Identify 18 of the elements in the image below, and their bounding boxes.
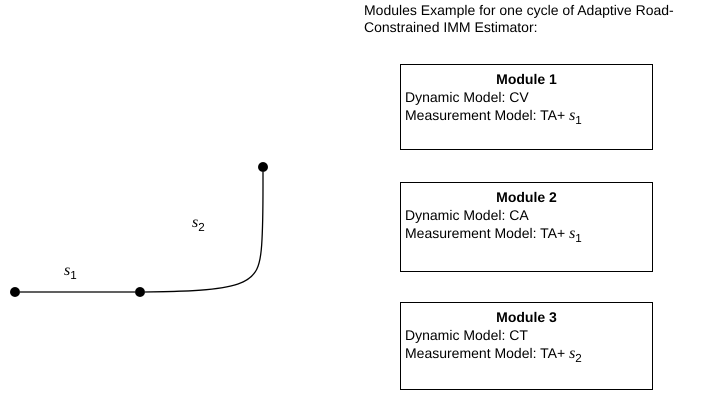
module-box — [400, 64, 653, 150]
module-heading: Module 3 — [495, 308, 558, 326]
module-line: Measurement Model: TA+ s$_{1}$ — [405, 224, 583, 247]
module-box — [400, 182, 653, 272]
module-line: Measurement Model: TA+ s$_{1}$ — [405, 106, 583, 129]
road-point — [258, 162, 268, 172]
road-segment — [144, 172, 264, 293]
module-heading: Module 1 — [495, 70, 558, 88]
module-line: Dynamic Model: CV — [405, 88, 530, 106]
module-heading: Module 2 — [495, 188, 558, 206]
module-line: Dynamic Model: CA — [405, 206, 530, 224]
road-segment — [20, 291, 135, 293]
module-line: Measurement Model: TA+ s$_{2}$ — [405, 344, 583, 367]
title: Modules Example for one cycle of Adaptive Road-Constrained IMM Estimator: — [364, 2, 675, 36]
module-box — [400, 302, 653, 390]
road-point — [10, 287, 20, 297]
module-line: Dynamic Model: CT — [405, 326, 529, 344]
road-point — [135, 287, 145, 297]
